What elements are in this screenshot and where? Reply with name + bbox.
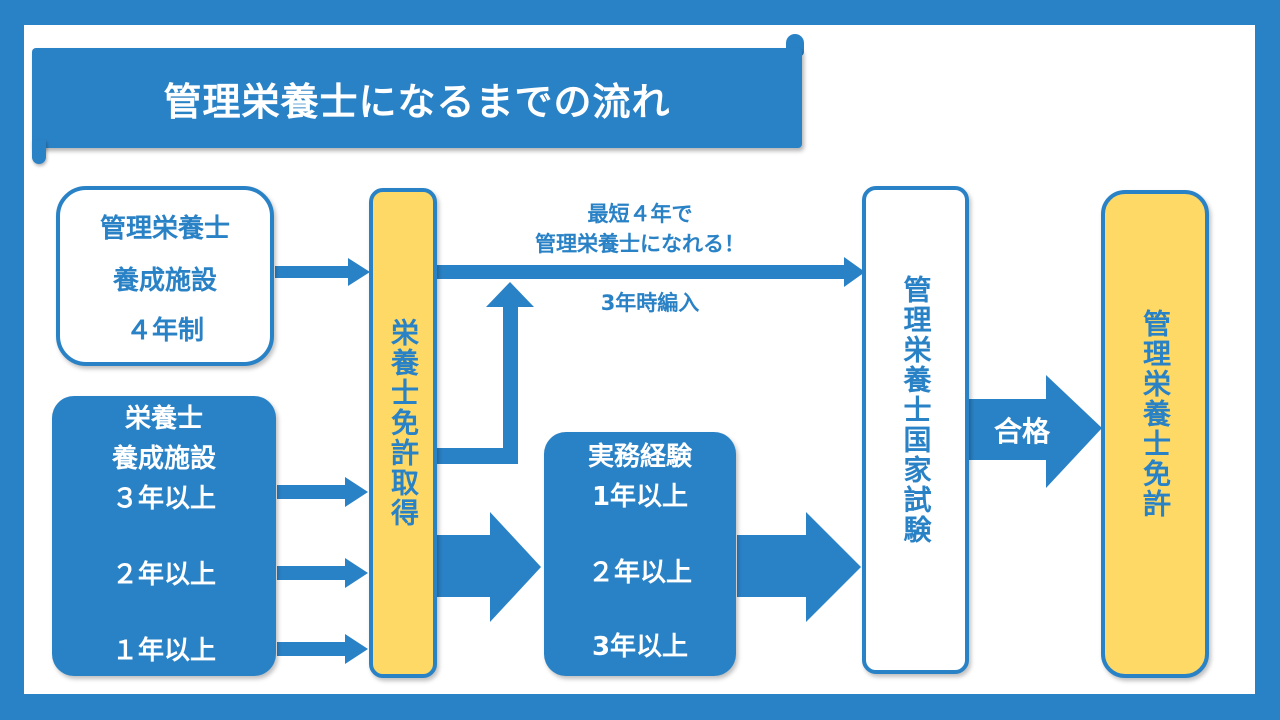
node-line: 栄養士 (124, 404, 203, 434)
node-line: ３年以上 (111, 484, 216, 514)
node-label: 栄養士免許取得 (387, 318, 420, 528)
node-line: ４年制 (125, 316, 204, 346)
banner-curl-bottom (32, 140, 46, 164)
node-kanri-license: 管理栄養士免許 (1101, 190, 1209, 678)
arrow-license-to-experience (437, 512, 541, 622)
node-kanri-school: 管理栄養士 養成施設 ４年制 (56, 186, 274, 366)
node-national-exam: 管理栄養士国家試験 (862, 186, 969, 674)
node-label: 管理栄養士国家試験 (899, 275, 933, 545)
arrow-2years-to-license (277, 558, 368, 588)
node-work-experience: 実務経験 1年以上 ２年以上 3年以上 (544, 432, 736, 676)
annotation-shortest-line1: 最短４年で (587, 202, 693, 226)
node-line: 1年以上 (591, 482, 689, 512)
node-eiyo-license: 栄養士免許取得 (369, 188, 437, 678)
node-line: 養成施設 (111, 444, 216, 474)
arrow-shortest-path (437, 257, 865, 287)
arrow-pass (968, 375, 1102, 488)
node-line: 3年以上 (591, 632, 689, 662)
node-line: 管理栄養士 (99, 214, 230, 244)
title-banner: 管理栄養士になるまでの流れ (32, 48, 802, 148)
node-eiyo-school: 栄養士 養成施設 ３年以上 ２年以上 １年以上 (52, 396, 276, 676)
arrow-3years-to-license (277, 477, 368, 507)
node-line: １年以上 (111, 636, 216, 666)
node-line: 養成施設 (112, 266, 217, 296)
node-line: 実務経験 (587, 442, 692, 472)
node-line: ２年以上 (587, 558, 692, 588)
arrow-transfer-elbow (437, 282, 534, 464)
annotation-shortest-line2: 管理栄養士になれる！ (535, 232, 745, 256)
node-line: ２年以上 (111, 560, 216, 590)
node-label: 管理栄養士免許 (1139, 309, 1172, 519)
annotation-pass: 合格 (993, 415, 1050, 448)
arrow-kanri-school-to-license (275, 258, 370, 286)
arrow-1year-to-license (277, 634, 368, 664)
annotation-transfer: 3年時編入 (600, 291, 700, 315)
page-title: 管理栄養士になるまでの流れ (163, 79, 671, 124)
arrow-experience-to-exam (737, 512, 861, 622)
